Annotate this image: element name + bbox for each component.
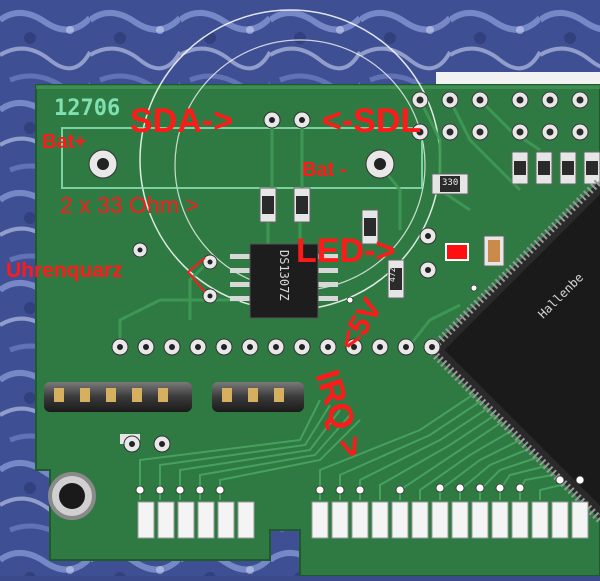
rtc-chip-body — [249, 243, 319, 319]
connector-finger — [217, 501, 235, 539]
connector-finger — [177, 501, 195, 539]
connector-finger — [451, 501, 469, 539]
connector-finger — [197, 501, 215, 539]
pad-hole — [221, 344, 227, 350]
connector-finger — [331, 501, 349, 539]
label-bat-minus: Bat - — [302, 159, 347, 181]
pin-header-right — [212, 382, 304, 412]
label-resistors: 2 x 33 Ohm > — [60, 192, 199, 218]
resistors-33-ohm — [259, 187, 311, 223]
connector-finger — [471, 501, 489, 539]
vias — [135, 284, 585, 495]
connector-finger — [551, 501, 569, 539]
resistor-330-top — [431, 173, 469, 195]
label-sda: SDA-> — [130, 102, 233, 140]
pad-hole — [247, 344, 253, 350]
connector-finger — [391, 501, 409, 539]
pad-hole — [351, 344, 357, 350]
rtc-chip-label: DS1307Z — [277, 250, 291, 301]
pcb-board — [35, 84, 600, 577]
pad-hole — [299, 344, 305, 350]
connector-finger — [431, 501, 449, 539]
mounting-hole — [48, 472, 96, 520]
connector-finger — [351, 501, 369, 539]
cpu-chip — [424, 174, 600, 526]
pad-hole — [195, 344, 201, 350]
connector-finger — [531, 501, 549, 539]
pad-hole — [273, 344, 279, 350]
rtc-chip-pins — [230, 254, 338, 301]
label-sdl: <-SDL — [322, 102, 422, 140]
pin-header-left — [44, 382, 192, 412]
pad-row — [111, 338, 441, 356]
battery-outline — [61, 127, 423, 189]
edge-connector — [137, 501, 589, 539]
quartz-arrows — [187, 257, 206, 293]
connector-finger — [311, 501, 329, 539]
aux-pads — [123, 435, 171, 453]
connector-finger — [137, 501, 155, 539]
pad-hole — [169, 344, 175, 350]
pad-hole — [325, 344, 331, 350]
pad-hole — [377, 344, 383, 350]
quartz-pads — [132, 242, 218, 304]
label-led: LED-> — [296, 232, 396, 270]
header-pads-top-right — [411, 91, 589, 141]
resistor-array — [511, 151, 600, 185]
resistors-led — [361, 209, 405, 299]
connector-finger — [157, 501, 175, 539]
connector-finger — [371, 501, 389, 539]
resistor-330-label: 330 — [442, 178, 459, 188]
label-bat-plus: Bat+ — [42, 131, 86, 153]
i2c-pads — [263, 111, 311, 129]
pad-hole — [429, 344, 435, 350]
led-pads — [419, 227, 469, 279]
pad-hole — [117, 344, 123, 350]
battery-pads — [88, 149, 395, 179]
pad-hole — [143, 344, 149, 350]
connector-finger — [237, 501, 255, 539]
board-number: 12706 — [54, 96, 121, 121]
header-strip — [436, 72, 600, 84]
connector-finger — [571, 501, 589, 539]
pad-hole — [403, 344, 409, 350]
connector-finger — [511, 501, 529, 539]
label-quartz: Uhrenquarz — [6, 259, 123, 282]
connector-finger — [411, 501, 429, 539]
connector-finger — [491, 501, 509, 539]
